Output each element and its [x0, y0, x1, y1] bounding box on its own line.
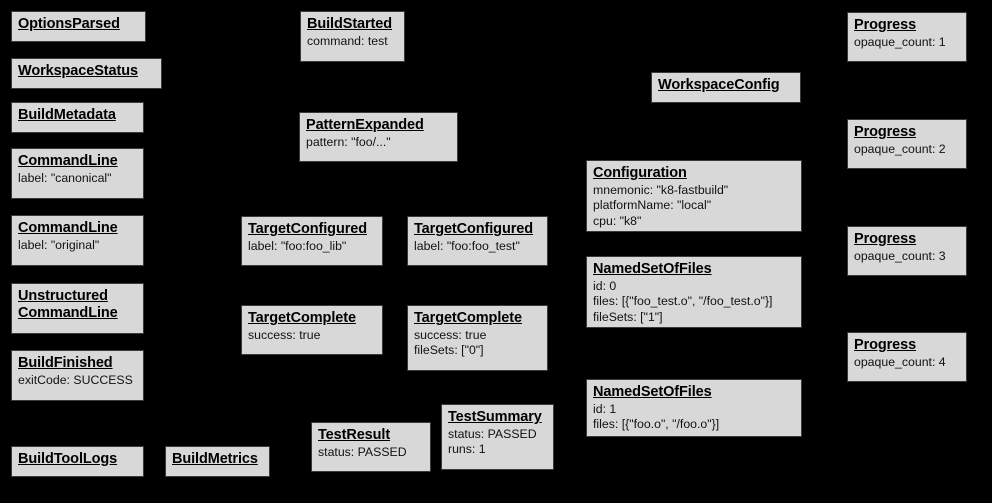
event-node-field: id: 1 — [593, 402, 617, 417]
event-node-options-parsed[interactable]: OptionsParsed — [11, 11, 146, 42]
event-node-fields: opaque_count: 3 — [854, 249, 961, 264]
event-node-fields: mnemonic: "k8-fastbuild"platformName: "l… — [593, 183, 796, 229]
event-node-field: exitCode: SUCCESS — [18, 373, 133, 388]
event-node-title: CommandLine — [18, 220, 118, 236]
event-node-field: success: true — [414, 328, 487, 343]
event-node-title: WorkspaceConfig — [658, 77, 780, 93]
event-node-fields: opaque_count: 4 — [854, 355, 961, 370]
event-node-target-configured-foo-test[interactable]: TargetConfigured label: "foo:foo_test" — [407, 216, 548, 266]
event-node-title: Progress — [854, 231, 917, 247]
event-node-fields: success: true — [248, 328, 377, 343]
event-node-field: label: "foo:foo_lib" — [248, 239, 347, 254]
event-node-configuration[interactable]: Configuration mnemonic: "k8-fastbuild"pla… — [586, 160, 802, 232]
event-node-title: CommandLine — [18, 153, 118, 169]
event-node-title: OptionsParsed — [18, 16, 120, 32]
event-node-field: pattern: "foo/..." — [306, 135, 391, 150]
event-node-field: platformName: "local" — [593, 198, 712, 213]
event-node-build-started[interactable]: BuildStarted command: test — [300, 11, 405, 62]
event-node-field: success: true — [248, 328, 321, 343]
event-node-build-finished[interactable]: BuildFinished exitCode: SUCCESS — [11, 350, 144, 401]
event-node-fields: command: test — [307, 34, 399, 49]
event-node-field: cpu: "k8" — [593, 213, 642, 228]
event-node-field: files: [{"foo.o", "/foo.o"}] — [593, 417, 720, 432]
event-node-fields: label: "foo:foo_lib" — [248, 239, 377, 254]
event-node-title: NamedSetOfFiles — [593, 384, 712, 400]
event-node-target-configured-foo-lib[interactable]: TargetConfigured label: "foo:foo_lib" — [241, 216, 383, 266]
event-node-field: label: "original" — [18, 238, 100, 253]
event-node-title: BuildToolLogs — [18, 451, 118, 467]
event-node-fields: opaque_count: 2 — [854, 142, 961, 157]
event-node-title: BuildMetadata — [18, 107, 116, 123]
event-node-field: label: "canonical" — [18, 171, 112, 186]
event-node-title: BuildStarted — [307, 16, 393, 32]
event-node-fields: opaque_count: 1 — [854, 35, 961, 50]
event-node-field: opaque_count: 1 — [854, 35, 946, 50]
event-node-field: mnemonic: "k8-fastbuild" — [593, 183, 729, 198]
event-node-workspace-status[interactable]: WorkspaceStatus — [11, 58, 162, 89]
event-node-field: label: "foo:foo_test" — [414, 239, 520, 254]
event-node-command-line-original[interactable]: CommandLine label: "original" — [11, 215, 144, 266]
event-node-title: TestResult — [318, 427, 391, 443]
event-node-field: opaque_count: 3 — [854, 249, 946, 264]
event-node-build-metrics[interactable]: BuildMetrics — [165, 446, 270, 477]
event-node-fields: label: "foo:foo_test" — [414, 239, 542, 254]
event-node-unstructured-command-line[interactable]: Unstructured CommandLine — [11, 283, 144, 334]
event-node-title: Unstructured CommandLine — [18, 288, 118, 322]
event-node-workspace-config[interactable]: WorkspaceConfig — [651, 72, 801, 103]
event-node-title: Progress — [854, 337, 917, 353]
event-node-target-complete-lib[interactable]: TargetComplete success: true — [241, 305, 383, 355]
event-node-title: BuildMetrics — [172, 451, 258, 467]
event-node-fields: exitCode: SUCCESS — [18, 373, 138, 388]
event-node-field: fileSets: ["0"] — [414, 343, 484, 358]
event-node-title: TestSummary — [448, 409, 542, 425]
event-node-title: WorkspaceStatus — [18, 63, 138, 79]
event-node-build-metadata[interactable]: BuildMetadata — [11, 102, 144, 133]
event-node-command-line-canonical[interactable]: CommandLine label: "canonical" — [11, 148, 144, 199]
event-node-fields: status: PASSED — [318, 445, 425, 460]
event-node-field: opaque_count: 2 — [854, 142, 946, 157]
event-node-title: TargetComplete — [414, 310, 522, 326]
event-node-title: TargetConfigured — [248, 221, 367, 237]
event-node-title: NamedSetOfFiles — [593, 261, 712, 277]
event-node-progress-1[interactable]: Progress opaque_count: 1 — [847, 12, 967, 62]
event-node-progress-4[interactable]: Progress opaque_count: 4 — [847, 332, 967, 382]
event-node-pattern-expanded[interactable]: PatternExpanded pattern: "foo/..." — [299, 112, 458, 162]
event-node-field: runs: 1 — [448, 442, 486, 457]
event-node-title: Progress — [854, 17, 917, 33]
event-node-field: opaque_count: 4 — [854, 355, 946, 370]
event-node-title: TargetComplete — [248, 310, 356, 326]
event-node-title: TargetConfigured — [414, 221, 533, 237]
event-node-title: BuildFinished — [18, 355, 113, 371]
event-node-fields: label: "original" — [18, 238, 138, 253]
event-node-fields: label: "canonical" — [18, 171, 138, 186]
event-node-build-tool-logs[interactable]: BuildToolLogs — [11, 446, 144, 477]
event-node-progress-2[interactable]: Progress opaque_count: 2 — [847, 119, 967, 169]
event-node-title: PatternExpanded — [306, 117, 424, 133]
event-node-title: Configuration — [593, 165, 687, 181]
event-node-field: fileSets: ["1"] — [593, 309, 663, 324]
event-node-field: status: PASSED — [448, 427, 537, 442]
event-node-field: status: PASSED — [318, 445, 407, 460]
event-node-test-result[interactable]: TestResult status: PASSED — [311, 422, 431, 472]
event-node-field: files: [{"foo_test.o", "/foo_test.o"}] — [593, 294, 773, 309]
event-node-progress-3[interactable]: Progress opaque_count: 3 — [847, 226, 967, 276]
event-node-fields: pattern: "foo/..." — [306, 135, 452, 150]
event-node-field: id: 0 — [593, 279, 617, 294]
event-node-field: command: test — [307, 34, 388, 49]
event-node-title: Progress — [854, 124, 917, 140]
